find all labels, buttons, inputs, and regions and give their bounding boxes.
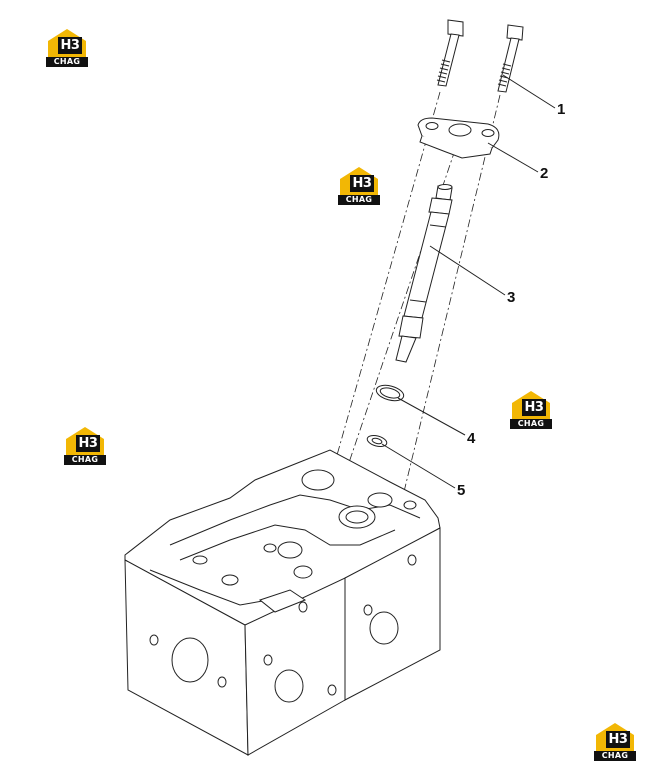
fuel-injector [395, 184, 453, 363]
callout-2: 2 [540, 165, 548, 182]
injector-clamp [417, 117, 500, 159]
callout-3: 3 [507, 289, 515, 306]
watermark-logo: H3 CHAG [46, 28, 88, 68]
cylinder-head [124, 449, 441, 756]
watermark-logo: H3 CHAG [510, 390, 552, 430]
watermark-logo: H3 CHAG [594, 722, 636, 762]
callout-4: 4 [467, 430, 476, 447]
bolt-left [436, 19, 464, 87]
callout-1: 1 [557, 101, 565, 118]
watermark-logo: H3 CHAG [64, 426, 106, 466]
callout-5: 5 [457, 482, 465, 499]
sealing-washer [366, 435, 388, 447]
watermark-logo: H3 CHAG [338, 166, 380, 206]
o-ring [375, 384, 405, 402]
leader-lines [381, 74, 556, 489]
bolt-right [497, 24, 524, 93]
